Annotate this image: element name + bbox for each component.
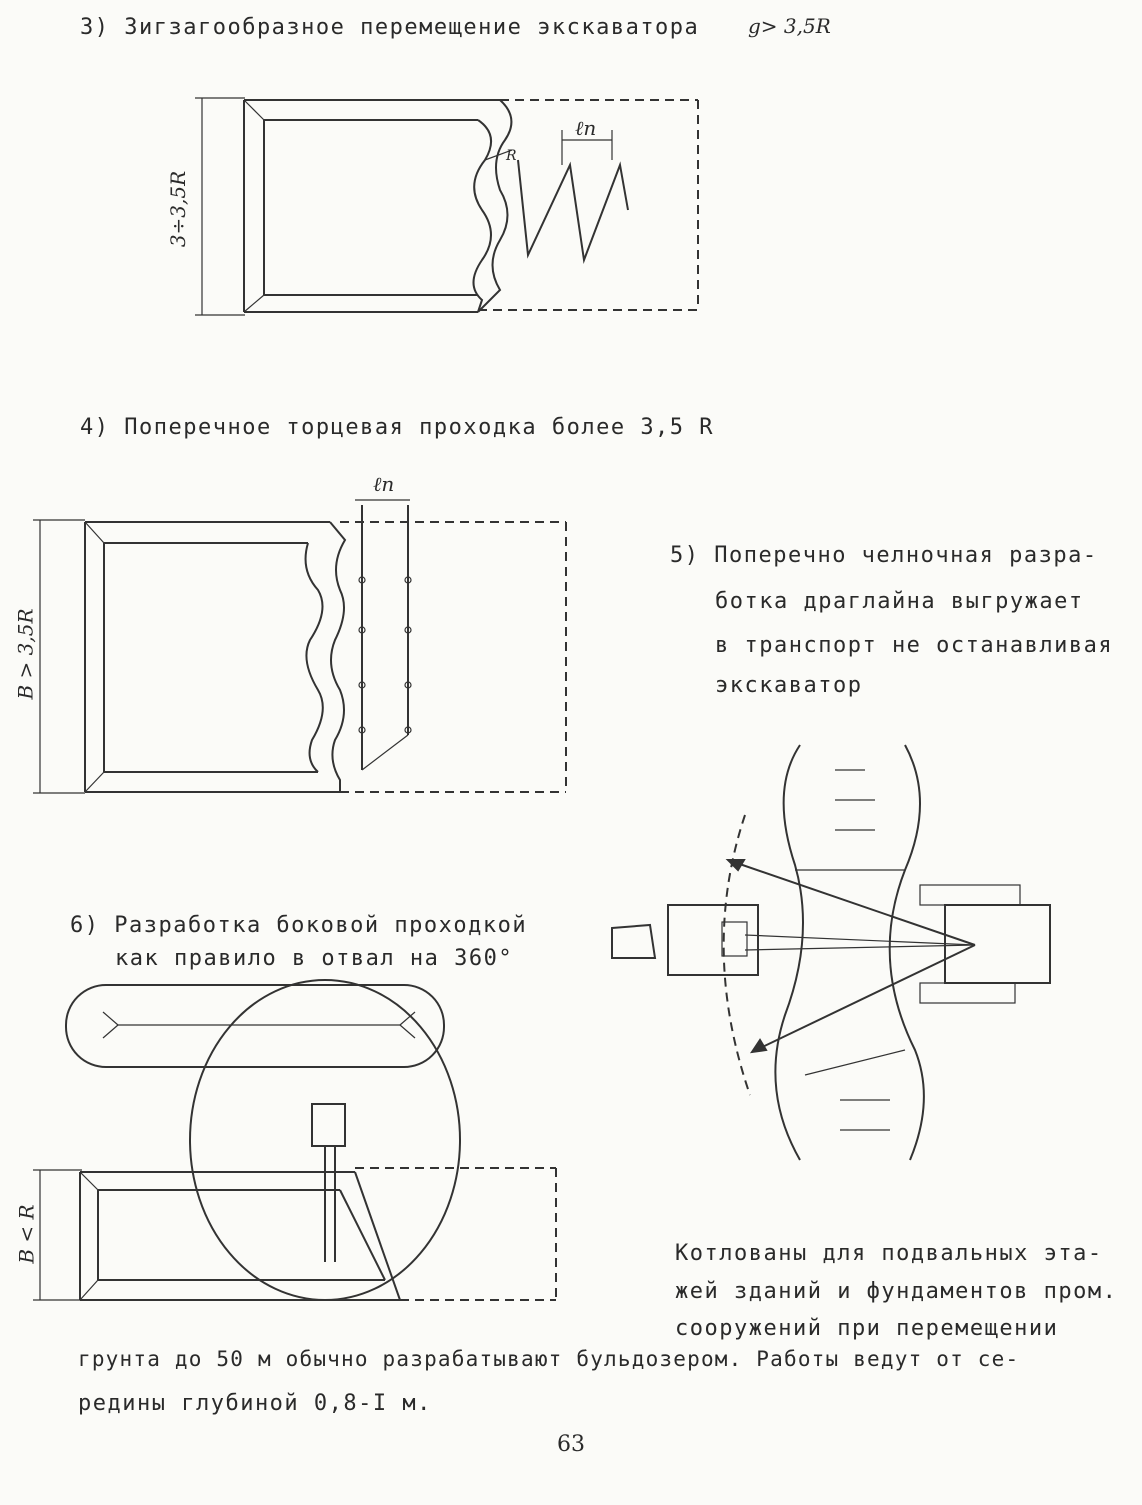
- section5-line: экскаватор: [715, 673, 863, 698]
- paragraph-line: грунта до 50 м обычно разрабатывают буль…: [78, 1347, 1020, 1371]
- section5-line: в транспорт не останавливая: [715, 633, 1114, 658]
- paragraph-line: редины глубиной 0,8-I м.: [78, 1391, 432, 1416]
- section6-line: 6) Разработка боковой проходкой: [70, 913, 528, 938]
- paragraph-line: сооружений при перемещении: [675, 1316, 1059, 1341]
- paragraph-line: жей зданий и фундаментов пром.: [675, 1279, 1118, 1304]
- page-number: 63: [557, 1432, 585, 1457]
- paragraph-line: Котлованы для подвальных эта-: [675, 1241, 1103, 1266]
- section6-line: как правило в отвал на 360°: [115, 946, 514, 971]
- section3-radius-label: R: [506, 148, 517, 164]
- section3-note: g> 3,5R: [748, 14, 831, 38]
- section3-ln-label: ℓп: [575, 116, 597, 140]
- section3-title: 3) Зигзагообразное перемещение экскавато…: [80, 15, 700, 40]
- section6-dim: B < R: [14, 1204, 39, 1264]
- section4-ln-label: ℓп: [373, 472, 395, 496]
- section5-line: ботка драглайна выгружает: [715, 589, 1084, 614]
- section5-line: 5) Поперечно челночная разра-: [670, 543, 1098, 568]
- section4-title: 4) Поперечное торцевая проходка более 3,…: [80, 415, 715, 440]
